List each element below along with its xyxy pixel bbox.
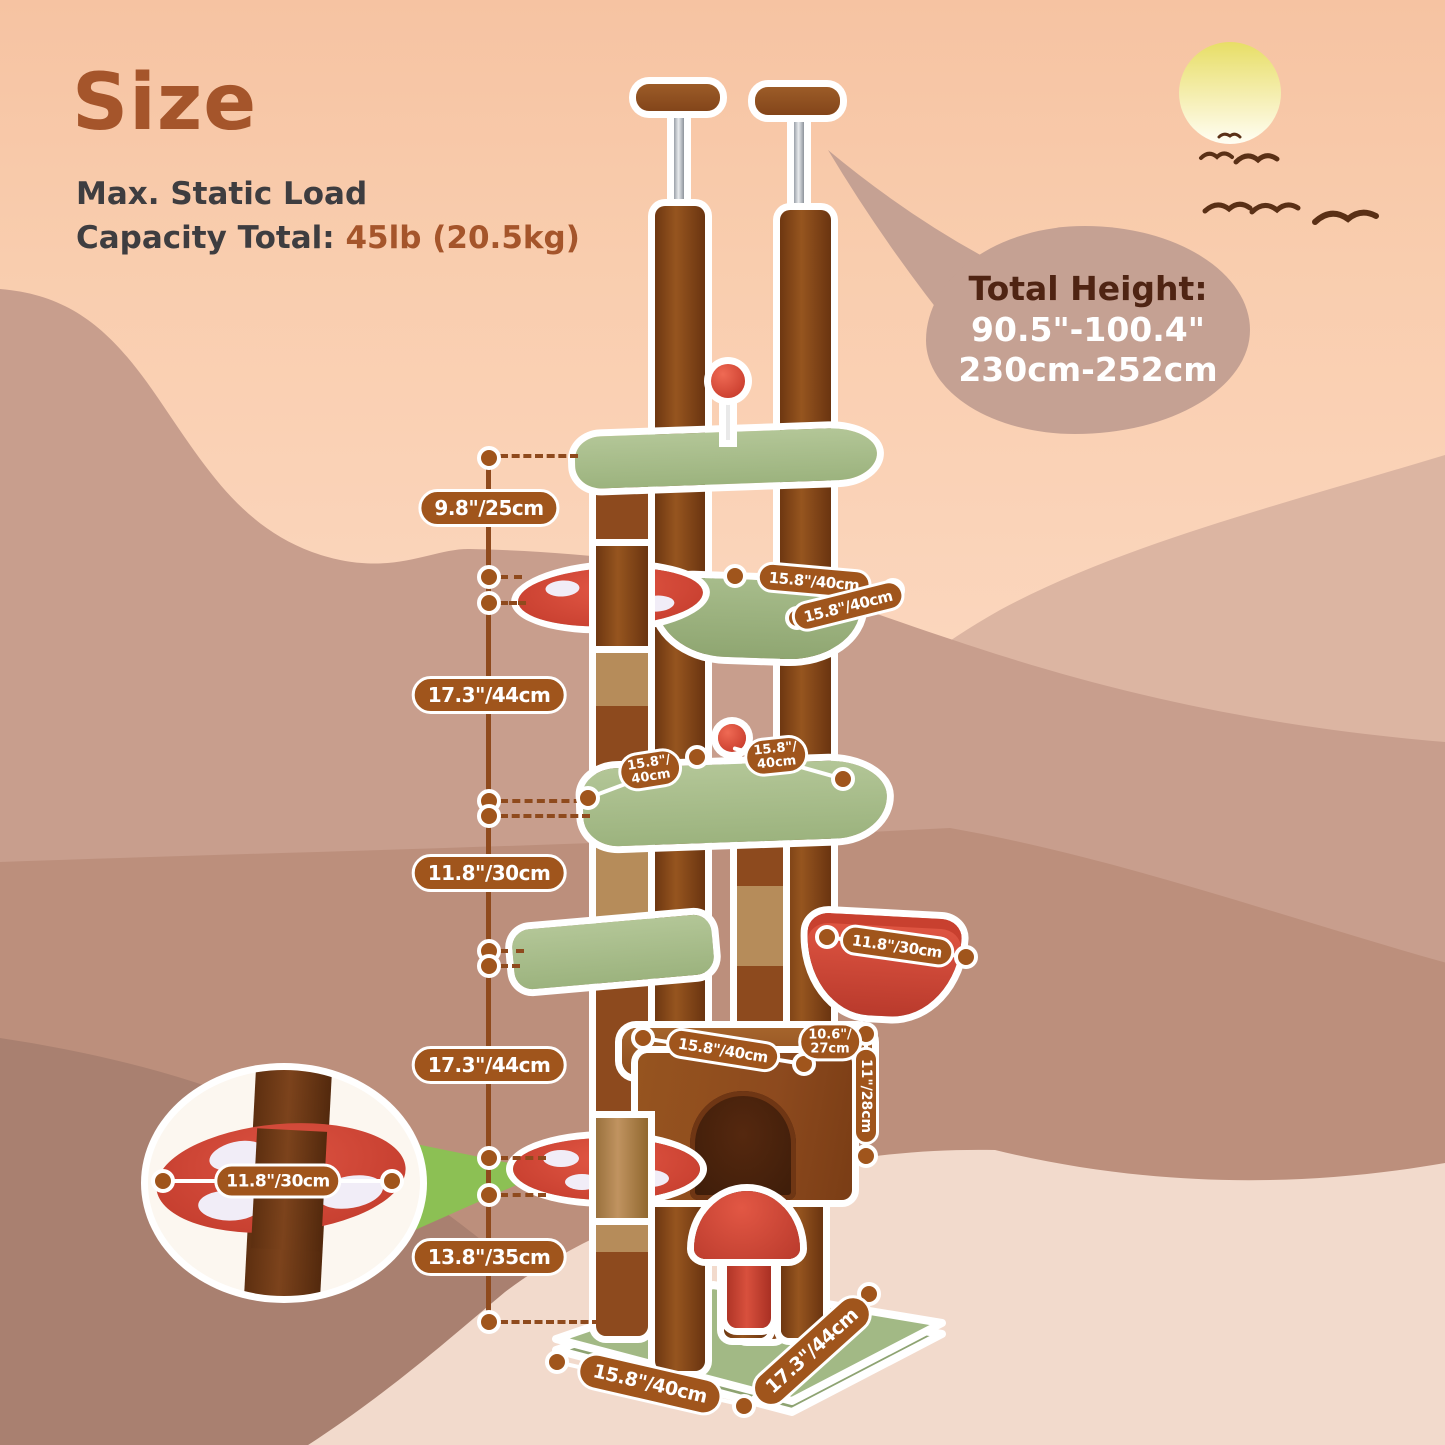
condo-height-label: 11"/28cm [853, 1046, 879, 1146]
mushroom-platform-diameter-label: 11.8"/30cm [214, 1163, 342, 1199]
measure-dash [500, 964, 520, 968]
dim-node [576, 786, 600, 810]
tension-rod-left [674, 106, 684, 218]
measure-node [477, 446, 501, 470]
bubble-range-inches: 90.5"-100.4" [971, 309, 1205, 349]
max-load-text: Max. Static Load Capacity Total: 45lb (2… [76, 172, 580, 260]
measure-node [477, 565, 501, 589]
max-load-line1: Max. Static Load [76, 176, 368, 212]
dim-node [380, 1169, 404, 1193]
measure-dash [500, 454, 578, 458]
dim-node [854, 1144, 878, 1168]
measure-node [477, 591, 501, 615]
measure-node [477, 804, 501, 828]
ceiling-pad-left [636, 84, 720, 111]
max-load-value: 45lb (20.5kg) [345, 220, 580, 257]
dim-node [831, 767, 855, 791]
page-title: Size [72, 58, 258, 148]
condo-doorway [690, 1091, 796, 1200]
dim-node [732, 1394, 756, 1418]
dim-node [631, 1026, 655, 1050]
measure-dash [500, 601, 526, 605]
segment-label-4: 17.3"/44cm [411, 1046, 567, 1084]
spring-toy-wire-2 [731, 750, 735, 776]
birds-icon [1199, 132, 1379, 225]
dim-node [685, 745, 709, 769]
measure-dash [500, 1320, 600, 1324]
measure-dash [500, 949, 524, 953]
measure-node [477, 1310, 501, 1334]
dim-node [954, 945, 978, 969]
segment-label-2: 17.3"/44cm [411, 676, 567, 714]
measure-dash [500, 1156, 546, 1160]
segment-label-3: 11.8"/30cm [411, 854, 567, 892]
measure-dash [500, 575, 522, 579]
segment-label-1: 9.8"/25cm [418, 489, 560, 527]
post-through-upper-disc [596, 546, 648, 646]
dim-node [723, 564, 747, 588]
magnifier-callout-wedge [406, 1142, 548, 1234]
measure-dash [500, 1193, 546, 1197]
segment-label-5: 13.8"/35cm [411, 1238, 567, 1276]
measure-node [477, 1183, 501, 1207]
ceiling-pad-right [755, 87, 840, 115]
post-through-lower-disc [596, 1118, 648, 1218]
mushroom-toy-stem [727, 1254, 771, 1328]
dim-node [151, 1169, 175, 1193]
measure-node [477, 1146, 501, 1170]
condo-body [638, 1053, 852, 1200]
tension-rod-right [794, 110, 804, 222]
dim-node [545, 1350, 569, 1374]
dim-node [815, 925, 839, 949]
spring-toy-wire [726, 394, 730, 440]
measure-node [477, 954, 501, 978]
bubble-range-cm: 230cm-252cm [958, 350, 1218, 390]
measure-dash [500, 814, 590, 818]
condo-depth-label: 10.6"/27cm [798, 1022, 862, 1062]
bubble-heading: Total Height: [968, 268, 1208, 308]
max-load-line2: Capacity Total: 45lb (20.5kg) [76, 220, 580, 257]
sun-icon [1179, 42, 1281, 144]
ball-toy [711, 364, 745, 398]
measure-dash [500, 799, 594, 803]
total-height-bubble: Total Height: 90.5"-100.4" 230cm-252cm [926, 226, 1250, 434]
